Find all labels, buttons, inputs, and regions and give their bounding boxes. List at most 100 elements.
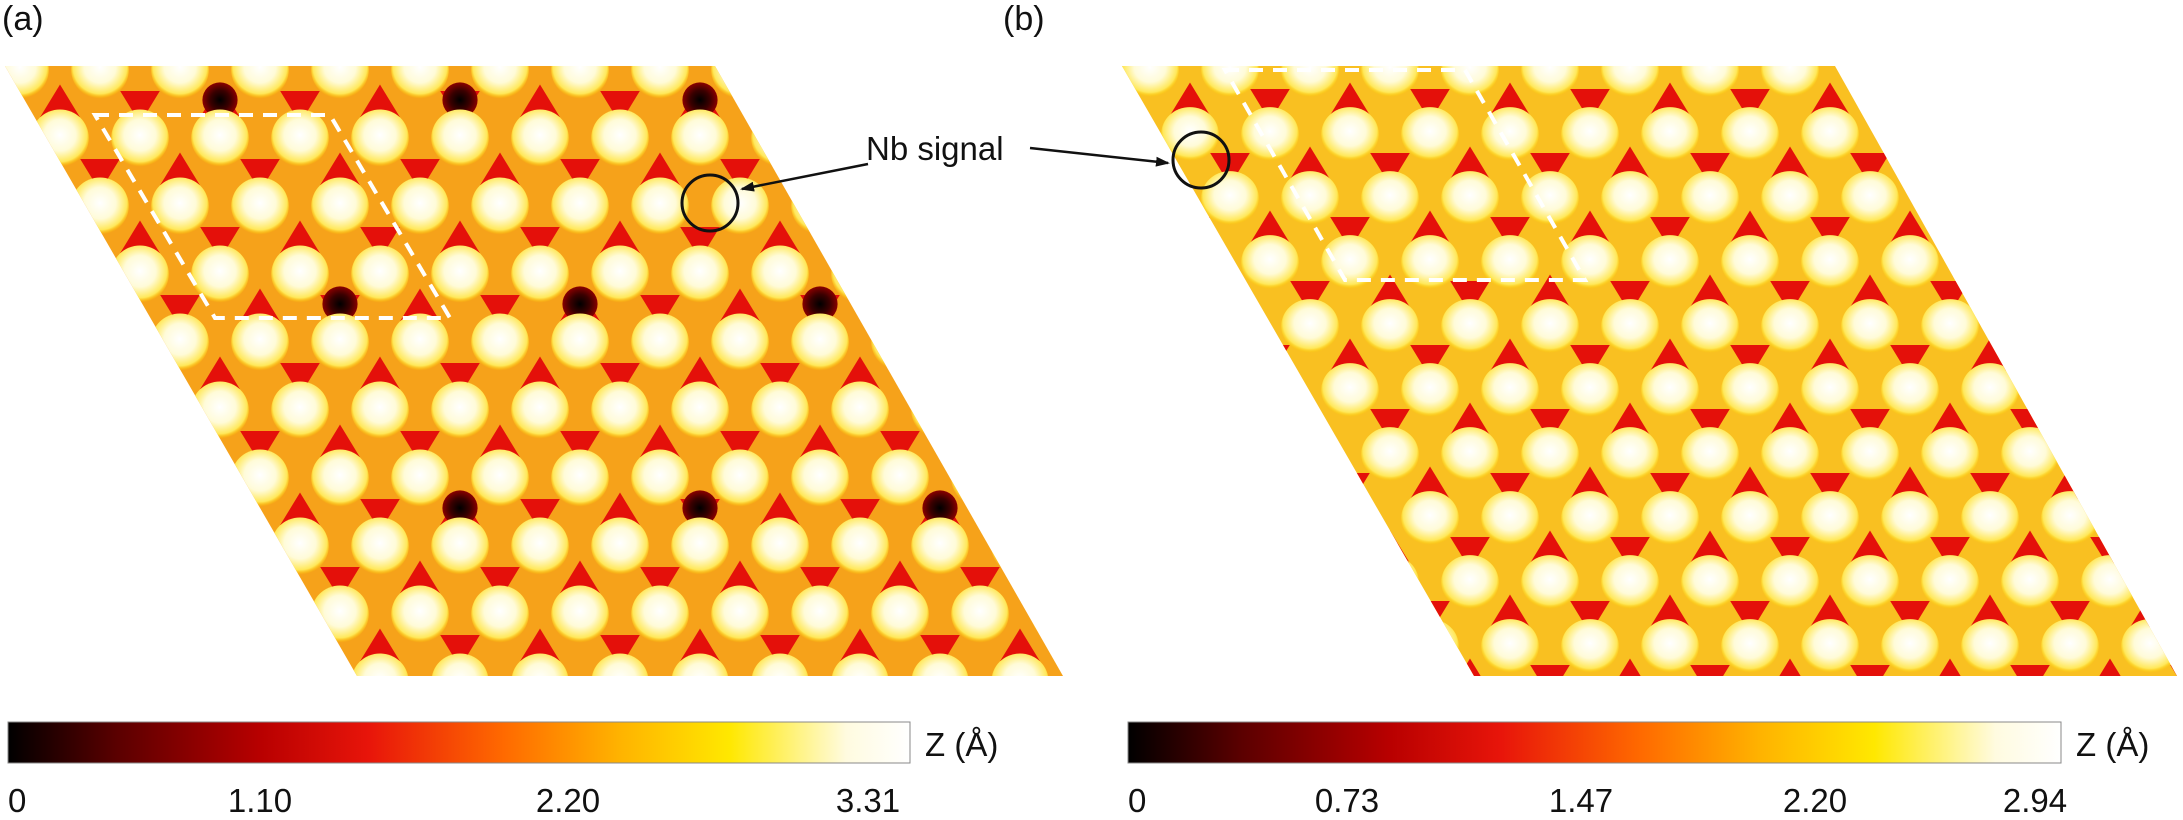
dark-site <box>1850 409 1890 442</box>
dark-site <box>360 356 400 389</box>
bright-atom <box>1761 66 1819 97</box>
dark-site <box>1530 530 1570 563</box>
dark-site <box>440 635 480 668</box>
dark-site <box>1770 537 1810 570</box>
bright-atom <box>1521 299 1579 353</box>
dark-site <box>1210 274 1250 307</box>
dark-site <box>2170 409 2177 442</box>
colorbar-b-tick-2: 1.47 <box>1549 782 1613 819</box>
dark-site <box>520 84 560 117</box>
dark-site <box>200 628 240 661</box>
dark-site <box>480 295 520 328</box>
bright-atom <box>1801 619 1859 673</box>
bright-atom <box>1721 363 1779 417</box>
bright-atom <box>1122 235 1139 289</box>
dark-site <box>1570 601 1610 634</box>
dark-site <box>920 363 960 396</box>
dark-site <box>2090 402 2130 435</box>
bright-atom <box>1961 235 2019 289</box>
colorbar-a-unit: Z (Å) <box>925 726 998 763</box>
colorbar-a-tick-1: 1.10 <box>228 782 292 819</box>
bright-atom <box>671 381 729 439</box>
bright-atom <box>961 171 1019 225</box>
dark-site <box>240 159 280 192</box>
bright-atom <box>1401 363 1459 417</box>
deep-pit <box>922 82 958 118</box>
bright-atom <box>1031 313 1063 371</box>
dark-site <box>360 84 400 117</box>
bright-atom <box>1841 299 1899 353</box>
dark-site <box>40 227 80 260</box>
dark-site <box>1130 537 1170 570</box>
dark-site <box>2090 281 2130 314</box>
dark-site <box>1810 217 1850 250</box>
dark-site <box>40 84 80 117</box>
dark-site <box>1160 629 1200 661</box>
bright-atom <box>1561 107 1619 161</box>
bright-atom <box>271 653 329 676</box>
nb-signal-marker-a <box>680 173 740 233</box>
dark-site <box>640 295 680 328</box>
dark-site <box>280 220 320 253</box>
bright-atom <box>911 245 969 303</box>
bright-atom <box>751 381 809 439</box>
dark-site <box>1810 594 1850 627</box>
dark-site <box>1490 82 1530 115</box>
dark-site <box>2130 82 2170 115</box>
dark-site <box>760 220 800 253</box>
dark-site <box>600 363 640 396</box>
dark-site <box>1770 402 1810 435</box>
dark-site <box>680 227 720 260</box>
bright-atom <box>511 653 569 676</box>
bright-atom <box>1441 555 1499 609</box>
dark-site <box>1410 345 1450 378</box>
bright-atom <box>711 585 769 643</box>
dark-site <box>1970 594 2010 627</box>
dark-site <box>1410 210 1450 243</box>
dark-site <box>280 635 320 668</box>
bright-atom <box>1681 66 1739 97</box>
dark-site <box>720 288 760 321</box>
bright-atom <box>1001 107 1059 161</box>
dark-site <box>920 91 960 124</box>
bright-atom <box>1041 43 1099 97</box>
bright-atom <box>1201 171 1259 225</box>
dark-site <box>2010 665 2050 676</box>
bright-atom <box>991 245 1049 303</box>
colorbar-b-tick-0: 0 <box>1128 782 1146 819</box>
dark-site <box>560 159 600 192</box>
dark-site <box>1120 567 1160 599</box>
bright-atom <box>191 381 249 439</box>
deep-pit <box>202 490 238 526</box>
bright-atom <box>1031 449 1063 507</box>
dark-site <box>1330 338 1370 371</box>
bright-atom <box>1071 653 1129 710</box>
bright-atom <box>271 245 329 303</box>
deep-pit <box>322 286 358 322</box>
bright-atom <box>1401 107 1459 161</box>
dark-site <box>1000 227 1040 260</box>
bright-atom <box>791 313 849 371</box>
bright-atom <box>591 245 649 303</box>
bright-atom <box>631 313 689 371</box>
bright-atom <box>551 177 609 235</box>
dark-site <box>2170 274 2177 307</box>
bright-atom <box>1321 363 1379 417</box>
dark-site <box>840 84 880 117</box>
dark-site <box>1080 363 1120 395</box>
dark-site <box>1450 402 1490 435</box>
deep-pit <box>682 490 718 526</box>
bright-atom <box>1761 427 1819 481</box>
dark-site <box>1050 153 1090 185</box>
dark-site <box>1490 338 1530 371</box>
dark-site <box>240 431 280 464</box>
dark-site <box>1730 345 1770 378</box>
dark-site <box>1850 530 1890 563</box>
dark-site <box>1050 275 1090 307</box>
bright-atom <box>1321 235 1379 289</box>
dark-site <box>760 363 800 396</box>
dark-site <box>1930 146 1970 179</box>
dark-site <box>280 492 320 525</box>
bright-atom <box>31 109 89 167</box>
dark-site <box>640 567 680 600</box>
